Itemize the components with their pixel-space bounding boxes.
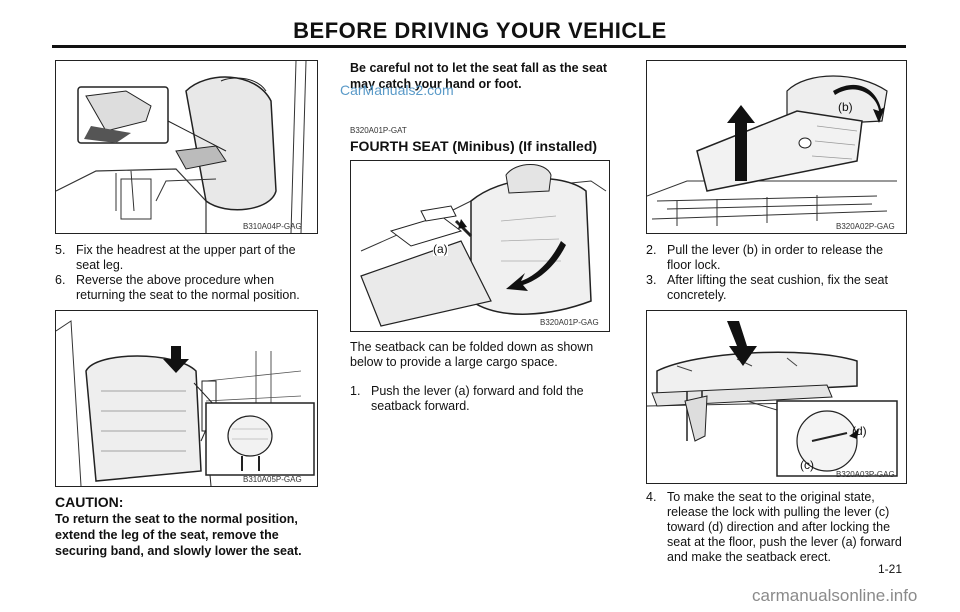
step-5: 5. Fix the headrest at the upper part of … [55, 243, 317, 273]
figure-code-b320a02p: B320A02P-GAG [836, 222, 895, 231]
floor-lock-illustration [647, 61, 906, 233]
step-text: Push the lever (a) forward and fold the … [371, 384, 584, 413]
step-text: Reverse the above procedure when returni… [76, 273, 300, 302]
label-d: (d) [852, 424, 867, 438]
step-number: 2. [646, 243, 657, 257]
figure-code-b320a01p-gag: B320A01P-GAG [540, 318, 599, 327]
label-c: (c) [800, 458, 814, 472]
figure-headrest-leg [55, 60, 318, 234]
figure-fourth-seat-fold [350, 160, 610, 332]
section-code: B320A01P-GAT [350, 126, 407, 135]
label-a: (a) [433, 242, 448, 256]
warning-text: Be careful not to let the seat fall as t… [350, 61, 608, 91]
page-number: 1-21 [878, 562, 903, 576]
middle-steps: 1. Push the lever (a) forward and fold th… [350, 384, 612, 414]
page-header-title: BEFORE DRIVING YOUR VEHICLE [293, 18, 667, 43]
step-2: 2. Pull the lever (b) in order to release… [646, 243, 908, 273]
intro-text: The seatback can be folded down as shown… [350, 340, 594, 369]
step-1: 1. Push the lever (a) forward and fold th… [350, 384, 612, 414]
caution-title: CAUTION: [55, 494, 124, 510]
step-number: 4. [646, 490, 657, 504]
step-text: Fix the headrest at the upper part of th… [76, 243, 296, 272]
step-4: 4. To make the seat to the original state… [646, 490, 908, 565]
step-text: To make the seat to the original state, … [667, 490, 902, 564]
step-3: 3. After lifting the seat cushion, fix th… [646, 273, 908, 303]
figure-floor-lock [646, 60, 907, 234]
right-steps-a: 2. Pull the lever (b) in order to release… [646, 243, 908, 303]
header-rule [52, 45, 906, 48]
step-number: 3. [646, 273, 657, 287]
watermark: CarManuals2.com [340, 82, 454, 98]
lock-release-illustration [647, 311, 906, 483]
footer-site-mark: carmanualsonline.info [752, 586, 918, 605]
step-text: After lifting the seat cushion, fix the … [667, 273, 888, 302]
figure-code-b310a05p: B310A05P-GAG [243, 475, 302, 484]
caution-text: To return the seat to the normal positio… [55, 512, 302, 558]
headrest-leg-illustration [56, 61, 317, 233]
securing-band-illustration [56, 311, 317, 486]
label-b: (b) [838, 100, 853, 114]
figure-lock-release [646, 310, 907, 484]
left-steps: 5. Fix the headrest at the upper part of … [55, 243, 317, 303]
figure-code-b320a03p: B320A03P-GAG [836, 470, 895, 479]
step-6: 6. Reverse the above procedure when retur… [55, 273, 317, 303]
step-number: 5. [55, 243, 66, 257]
section-title: FOURTH SEAT (Minibus) (If installed) [350, 138, 598, 154]
seat-fold-illustration [351, 161, 609, 331]
step-number: 1. [350, 384, 361, 398]
step-number: 6. [55, 273, 66, 287]
right-steps-b: 4. To make the seat to the original state… [646, 490, 908, 565]
step-text: Pull the lever (b) in order to release t… [667, 243, 884, 272]
figure-securing-band [55, 310, 318, 487]
figure-code-b310a04p: B310A04P-GAG [243, 222, 302, 231]
